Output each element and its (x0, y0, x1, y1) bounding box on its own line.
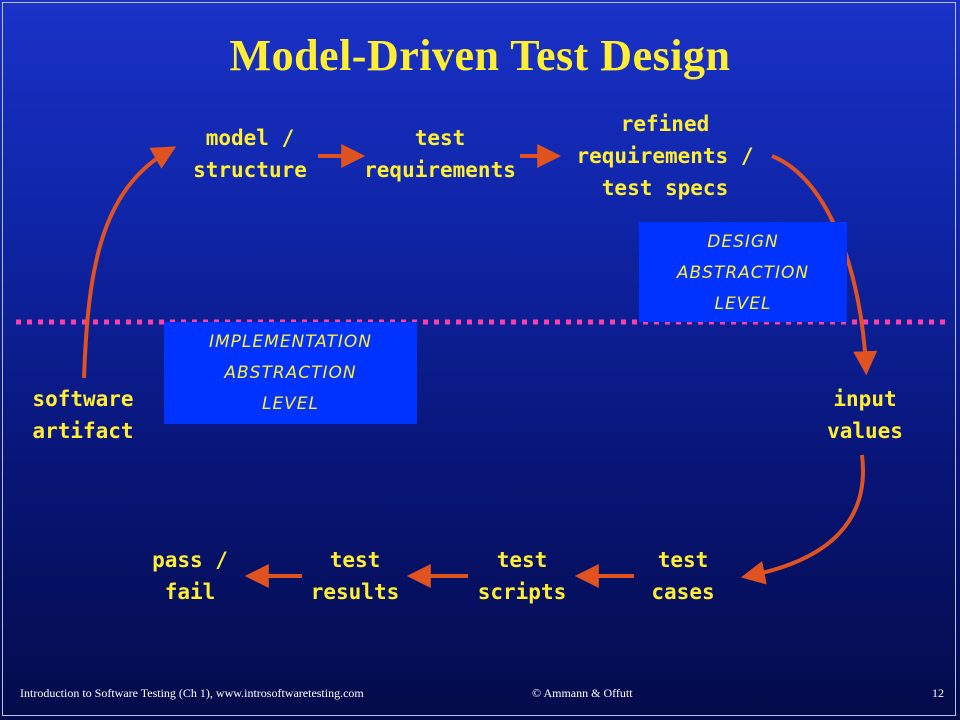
node-pass-fail: pass / fail (135, 544, 245, 608)
node-label: test specs (601, 176, 729, 200)
node-label: artifact (32, 419, 134, 443)
node-label: test (414, 126, 466, 150)
footer-page-number: 12 (932, 686, 944, 700)
node-label: input (833, 387, 897, 411)
node-refined-requirements: refined requirements / test specs (555, 108, 775, 204)
design-level-line-2: ABSTRACTION (676, 263, 810, 283)
node-label: pass / (152, 548, 228, 572)
implementation-abstraction-level-box: IMPLEMENTATION ABSTRACTION LEVEL (164, 322, 417, 424)
node-label: test (657, 548, 709, 572)
design-abstraction-level-box: DESIGN ABSTRACTION LEVEL (639, 222, 847, 322)
implementation-level-line-1: IMPLEMENTATION (209, 332, 372, 352)
node-label: results (310, 580, 400, 604)
node-label: test (329, 548, 381, 572)
node-software-artifact: software artifact (18, 383, 148, 447)
footer-source: Introduction to Software Testing (Ch 1),… (20, 686, 364, 700)
footer-copyright: © Ammann & Offutt (532, 686, 633, 700)
arrow-input-to-cases (740, 454, 865, 585)
slide-title: Model-Driven Test Design (229, 31, 731, 80)
node-label: requirements / (576, 144, 754, 168)
node-label: requirements (364, 158, 516, 182)
implementation-level-line-3: LEVEL (261, 394, 320, 414)
node-label: software (32, 387, 134, 411)
node-label: values (827, 419, 903, 443)
node-test-scripts: test scripts (467, 544, 577, 608)
node-test-cases: test cases (628, 544, 738, 608)
node-test-results: test results (300, 544, 410, 608)
node-model-structure: model / structure (175, 122, 325, 186)
node-label: cases (651, 580, 715, 604)
node-label: model / (205, 126, 295, 150)
node-label: scripts (477, 580, 567, 604)
node-input-values: input values (810, 383, 920, 447)
design-level-line-3: LEVEL (714, 294, 772, 314)
node-label: test (496, 548, 548, 572)
node-label: refined (620, 112, 710, 136)
node-test-requirements: test requirements (350, 122, 530, 186)
node-label: structure (193, 158, 307, 182)
implementation-level-line-2: ABSTRACTION (224, 363, 357, 383)
node-label: fail (164, 580, 216, 604)
design-level-line-1: DESIGN (707, 232, 779, 252)
arrow-artifact-to-model (82, 146, 177, 379)
